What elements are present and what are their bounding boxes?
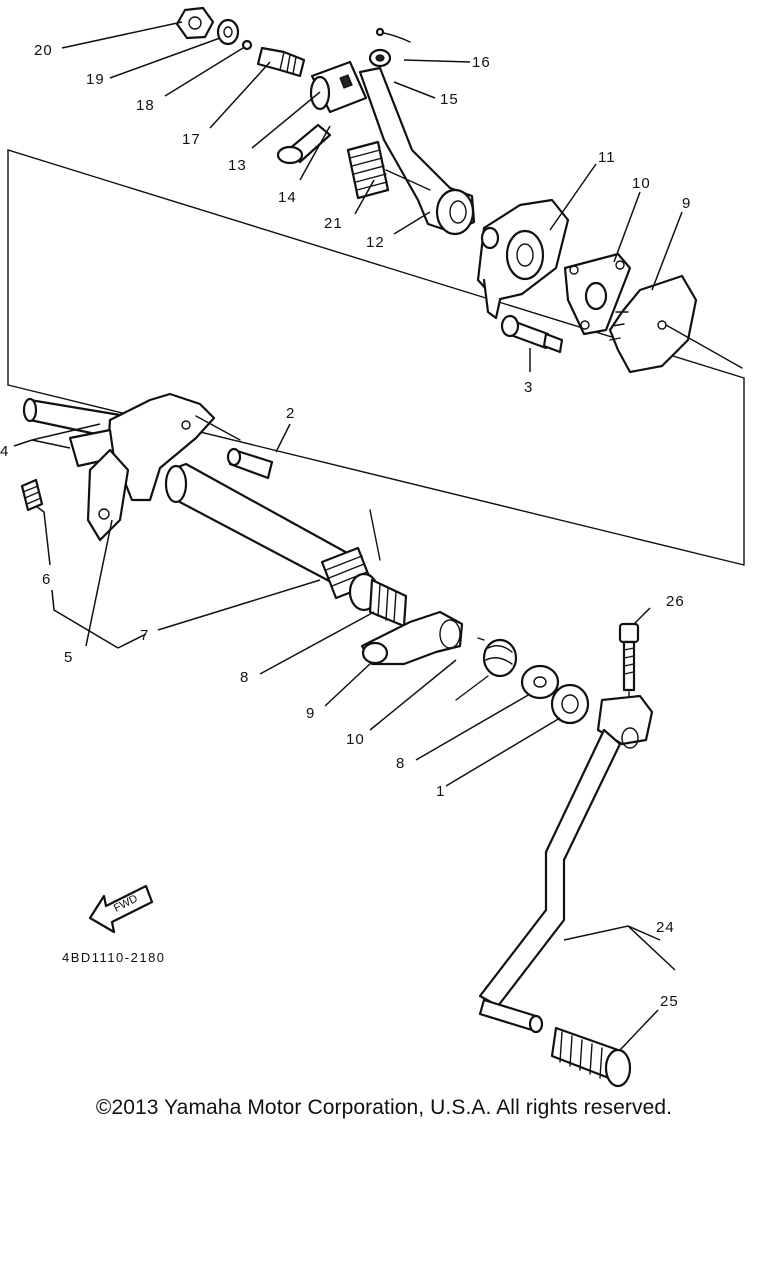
callout-18: 16 (472, 54, 491, 71)
callout-22: 20 (34, 42, 53, 59)
callout-8b: 8 (396, 755, 405, 772)
part-16-pin (276, 123, 332, 165)
callout-23: 21 (324, 215, 343, 232)
callout-15: 13 (228, 157, 247, 174)
part-26-bolt (618, 622, 640, 703)
callout-26: 26 (666, 593, 685, 610)
callout-13: 11 (598, 149, 616, 166)
callout-16: 14 (278, 189, 297, 206)
part-19-bolt (256, 46, 306, 78)
callout-12: 10 (632, 175, 651, 192)
callout-19: 17 (182, 131, 201, 148)
callout-11: 9 (682, 195, 691, 212)
part-14-lever (358, 66, 476, 236)
callout-8a: 8 (240, 669, 249, 686)
callout-21: 19 (86, 71, 105, 88)
part-15-shift-shaft-joint (309, 60, 368, 114)
part-8-washer (520, 664, 560, 700)
parts-diagram: FWD 4BD1110-2180 20 (0, 6, 745, 1088)
part-6-spring (20, 478, 44, 512)
callout-10: 10 (346, 731, 365, 748)
part-1-seal (550, 683, 590, 725)
part-20-ring (241, 39, 253, 51)
fwd-arrow: FWD (88, 884, 154, 934)
part-24-shift-pedal (478, 694, 654, 1034)
copyright-notice: ©2013 Yamaha Motor Corporation, U.S.A. A… (95, 1096, 673, 1119)
callout-3: 3 (524, 379, 533, 396)
part-17-washer (368, 48, 392, 68)
callout-20: 18 (136, 97, 155, 114)
callout-14: 12 (366, 234, 385, 251)
part-3-bolt (500, 314, 564, 354)
part-10-spring (455, 637, 518, 701)
part-18-clip (375, 27, 411, 43)
callout-25: 25 (660, 993, 679, 1010)
part-23-spring (346, 140, 431, 200)
callout-24: 24 (656, 919, 675, 936)
part-2-pin (226, 447, 274, 480)
part-7-collar-spring (320, 509, 381, 612)
leader-lines (13, 21, 683, 1051)
part-21-washer (216, 18, 240, 46)
part-4-shift-arm (68, 392, 241, 542)
callout-17: 15 (440, 91, 459, 108)
callout-9: 9 (306, 705, 315, 722)
callout-7: 7 (140, 627, 149, 644)
part-25-pedal-rubber (550, 1026, 632, 1088)
diagram-code: 4BD1110-2180 (62, 950, 166, 965)
part-8-splined-end (368, 578, 408, 628)
part-13-plate (476, 198, 570, 320)
callout-2: 2 (286, 405, 295, 422)
callout-labels: 20 19 18 17 13 14 16 15 21 12 11 10 9 3 … (0, 42, 691, 1010)
part-22-nut (175, 6, 215, 40)
callout-5: 5 (64, 649, 73, 666)
part-11-segment (608, 274, 743, 374)
callout-6: 6 (42, 571, 51, 588)
callout-4: 4 (0, 443, 9, 460)
part-9-arm (360, 610, 464, 666)
callout-1: 1 (436, 783, 445, 800)
part-12-stopper-plate (563, 252, 632, 336)
